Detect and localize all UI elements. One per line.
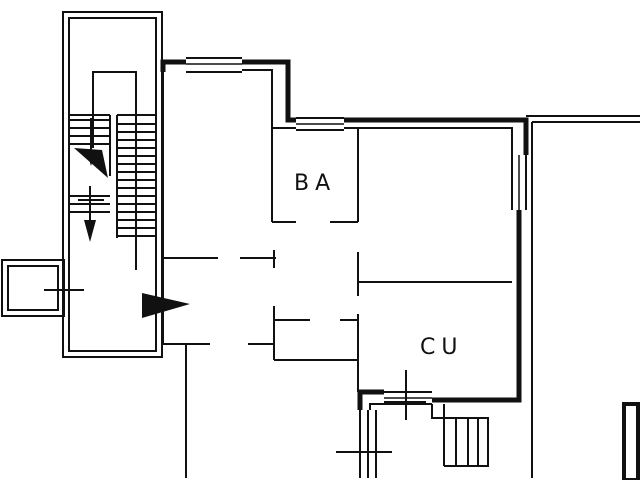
stairwell-wall-inner bbox=[68, 17, 157, 352]
apartment-walls bbox=[160, 57, 529, 410]
stair-arrow-lower-icon bbox=[78, 186, 104, 242]
entrance-arrow-icon bbox=[142, 293, 190, 318]
left-balcony bbox=[1, 259, 84, 317]
room-label-kitchen: CU bbox=[420, 335, 463, 360]
neighbour-unit bbox=[526, 115, 640, 480]
room-label-bathroom: BA bbox=[294, 171, 336, 196]
stair-flight-right bbox=[116, 114, 155, 238]
lower-steps bbox=[336, 370, 489, 478]
interior-walls bbox=[162, 72, 512, 478]
stair-arrow-upper-icon bbox=[74, 118, 108, 178]
